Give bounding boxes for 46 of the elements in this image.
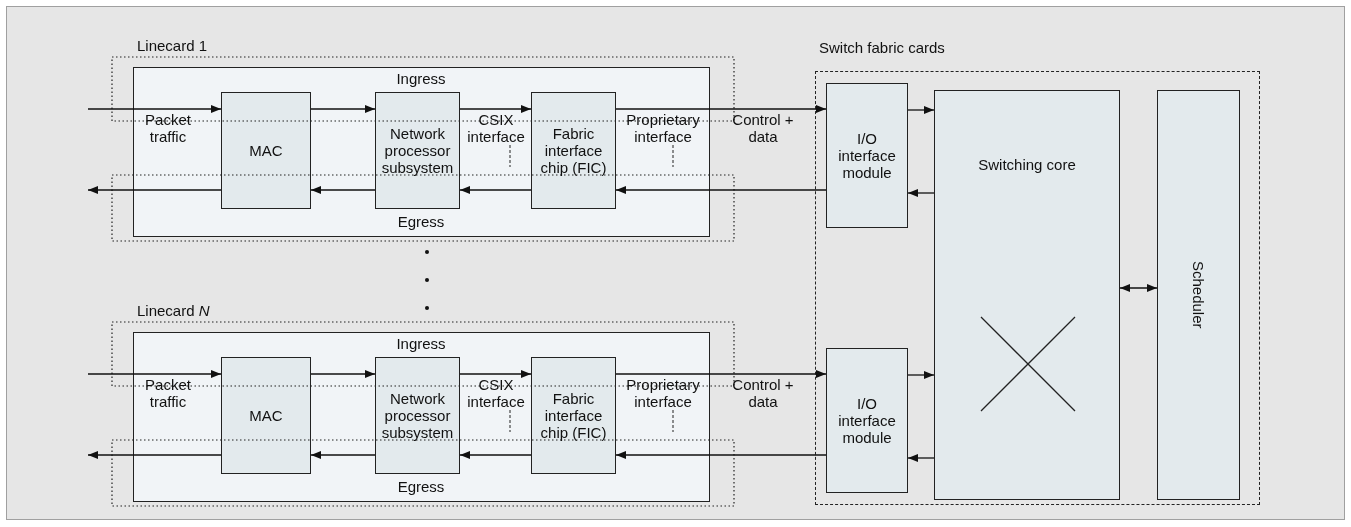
- switching-core-block: Switching core: [934, 90, 1120, 500]
- module-block: Network processor subsystem: [375, 92, 460, 209]
- interface-label: Packet traffic: [144, 111, 192, 145]
- arrow: [1119, 284, 1158, 292]
- arrow: [907, 454, 935, 462]
- module-block: Fabric interface chip (FIC): [531, 357, 616, 474]
- arrow: [310, 451, 376, 459]
- interface-label: Proprietary interface: [625, 111, 701, 145]
- interface-label: Packet traffic: [144, 376, 192, 410]
- arrow: [615, 105, 827, 113]
- module-block: MAC: [221, 357, 311, 474]
- arrow: [310, 105, 376, 113]
- module-block: Fabric interface chip (FIC): [531, 92, 616, 209]
- scheduler-block: Scheduler: [1157, 90, 1240, 500]
- arrow: [310, 186, 376, 194]
- module-block: I/O interface module: [826, 348, 908, 493]
- arrow: [907, 189, 935, 197]
- interface-label: Proprietary interface: [625, 376, 701, 410]
- arrow: [907, 106, 935, 114]
- group-title: Switch fabric cards: [819, 39, 945, 56]
- linecard-title: Linecard N: [137, 302, 210, 319]
- section-label: Egress: [396, 478, 446, 495]
- arrow: [310, 370, 376, 378]
- arrow: [459, 105, 532, 113]
- arrow: [87, 451, 222, 459]
- linecard-title: Linecard 1: [137, 37, 208, 54]
- arrow: [459, 370, 532, 378]
- section-label: Ingress: [395, 335, 447, 352]
- arrow: [87, 186, 222, 194]
- section-label: Ingress: [395, 70, 447, 87]
- interface-label: Control + data: [731, 111, 795, 145]
- module-block: MAC: [221, 92, 311, 209]
- arrow: [459, 186, 532, 194]
- interface-label: Control + data: [731, 376, 795, 410]
- arrow: [459, 451, 532, 459]
- arrow: [615, 451, 827, 459]
- module-block: Network processor subsystem: [375, 357, 460, 474]
- arrow: [615, 370, 827, 378]
- interface-label: CSIX interface: [466, 376, 526, 410]
- arrow: [907, 371, 935, 379]
- interface-label: CSIX interface: [466, 111, 526, 145]
- arrow: [87, 370, 222, 378]
- module-block: I/O interface module: [826, 83, 908, 228]
- section-label: Egress: [396, 213, 446, 230]
- arrow: [615, 186, 827, 194]
- arrow: [87, 105, 222, 113]
